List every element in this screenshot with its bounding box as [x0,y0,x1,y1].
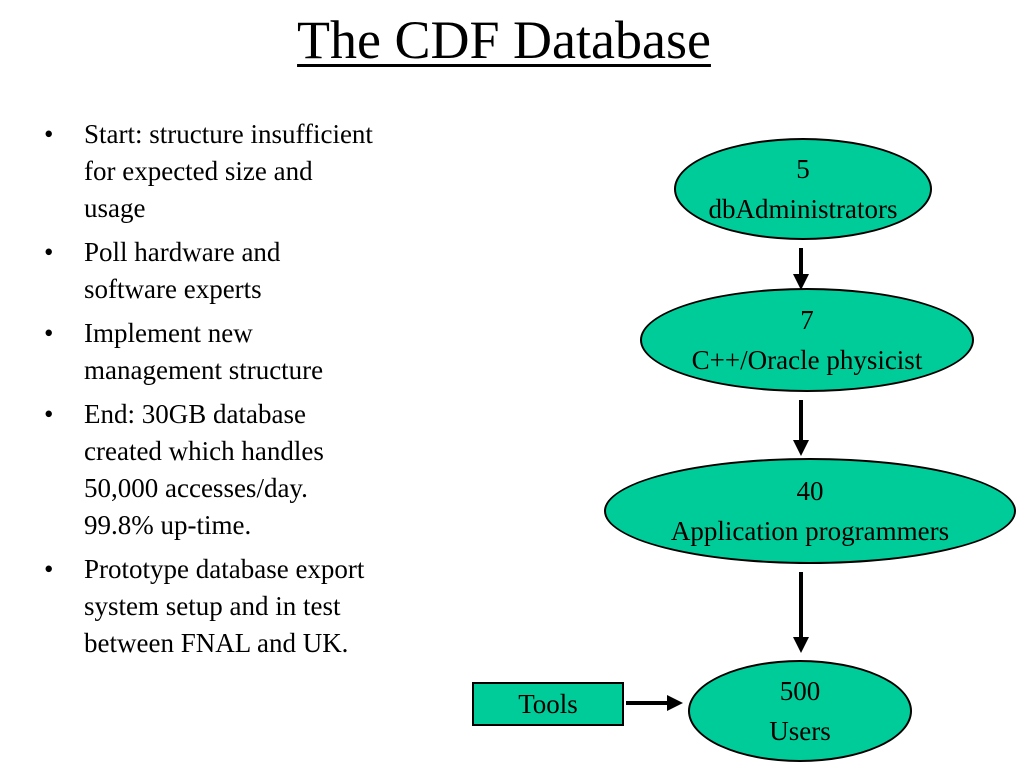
bullet-item: • Poll hardware and software experts [40,234,460,308]
bullet-line: Prototype database export [84,554,365,584]
node-label: Application programmers [670,516,950,546]
node-application-programmers: 40 Application programmers [604,458,1016,564]
node-count: 40 [796,476,824,506]
bullet-item: • End: 30GB database created which handl… [40,396,460,544]
slide-title-text: The CDF Database [297,10,711,70]
bullet-line: End: 30GB database [84,399,306,429]
node-users: 500 Users [688,660,912,762]
bullet-line: Poll hardware and [84,237,281,267]
bullet-dot: • [44,399,54,429]
node-count: 5 [796,154,810,184]
bullet-line: management structure [84,355,324,385]
bullet-line: system setup and in test [84,591,341,621]
bullet-line: for expected size and [84,156,313,186]
bullet-line: Start: structure insufficient [84,119,373,149]
node-label: dbAdministrators [708,194,898,224]
node-label: Users [769,716,831,746]
bullet-line: between FNAL and UK. [84,628,349,658]
bullet-item: • Start: structure insufficient for expe… [40,116,460,227]
bullet-dot: • [44,554,54,584]
node-physicist: 7 C++/Oracle physicist [640,288,974,392]
bullet-dot: • [44,237,54,267]
bullet-item: • Prototype database export system setup… [40,551,460,662]
bullet-list: • Start: structure insufficient for expe… [40,116,460,669]
bullet-dot: • [44,119,54,149]
slide-title: The CDF Database [0,8,1008,72]
bullet-dot: • [44,318,54,348]
node-label: C++/Oracle physicist [691,345,923,375]
bullet-line: software experts [84,274,262,304]
bullet-line: Implement new [84,318,253,348]
bullet-line: usage [84,193,146,223]
bullet-item: • Implement new management structure [40,315,460,389]
tools-label: Tools [518,688,578,719]
tools-box: Tools [472,682,624,726]
node-count: 7 [800,305,814,335]
bullet-line: 50,000 accesses/day. [84,473,308,503]
bullet-line: 99.8% up-time. [84,510,252,540]
node-count: 500 [779,676,821,706]
bullet-line: created which handles [84,436,324,466]
node-db-administrators: 5 dbAdministrators [674,138,932,240]
